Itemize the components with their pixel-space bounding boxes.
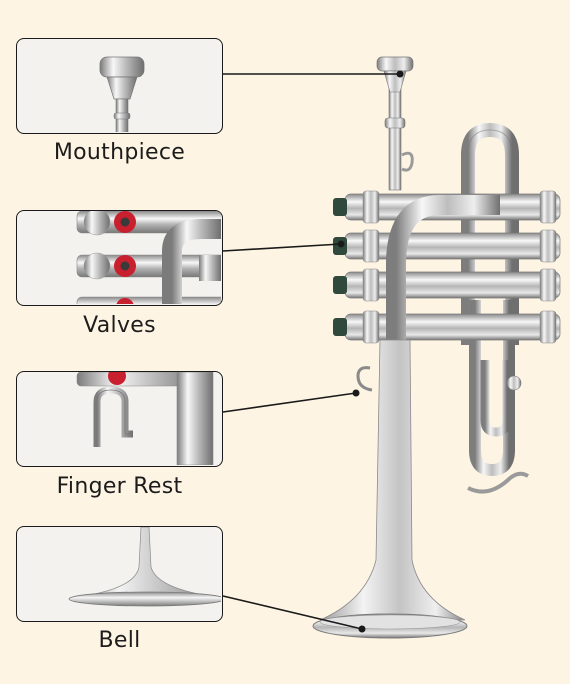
tuning-slides [461,122,530,494]
water-key-hook [401,151,414,172]
bell-tube [319,195,500,621]
leadpipe [384,74,406,191]
label-finger-rest: Finger Rest [56,474,183,499]
leader-finger-rest [222,392,357,413]
callout-mouthpiece [16,38,223,134]
valves-closeup [76,211,221,304]
leader-valves [222,243,342,252]
finger-rest-main [356,366,373,392]
callout-valves [16,210,223,306]
mouthpiece-closeup [99,56,145,132]
bell-closeup [68,527,221,607]
leader-lines [222,73,400,630]
label-mouthpiece: Mouthpiece [53,140,186,165]
leader-bell [222,595,363,630]
callout-bell [16,526,223,622]
leader-dots [337,70,404,633]
finger-rest-closeup [76,372,214,465]
label-bell: Bell [98,628,141,653]
callout-finger-rest [16,371,223,467]
label-valves: Valves [83,313,156,338]
